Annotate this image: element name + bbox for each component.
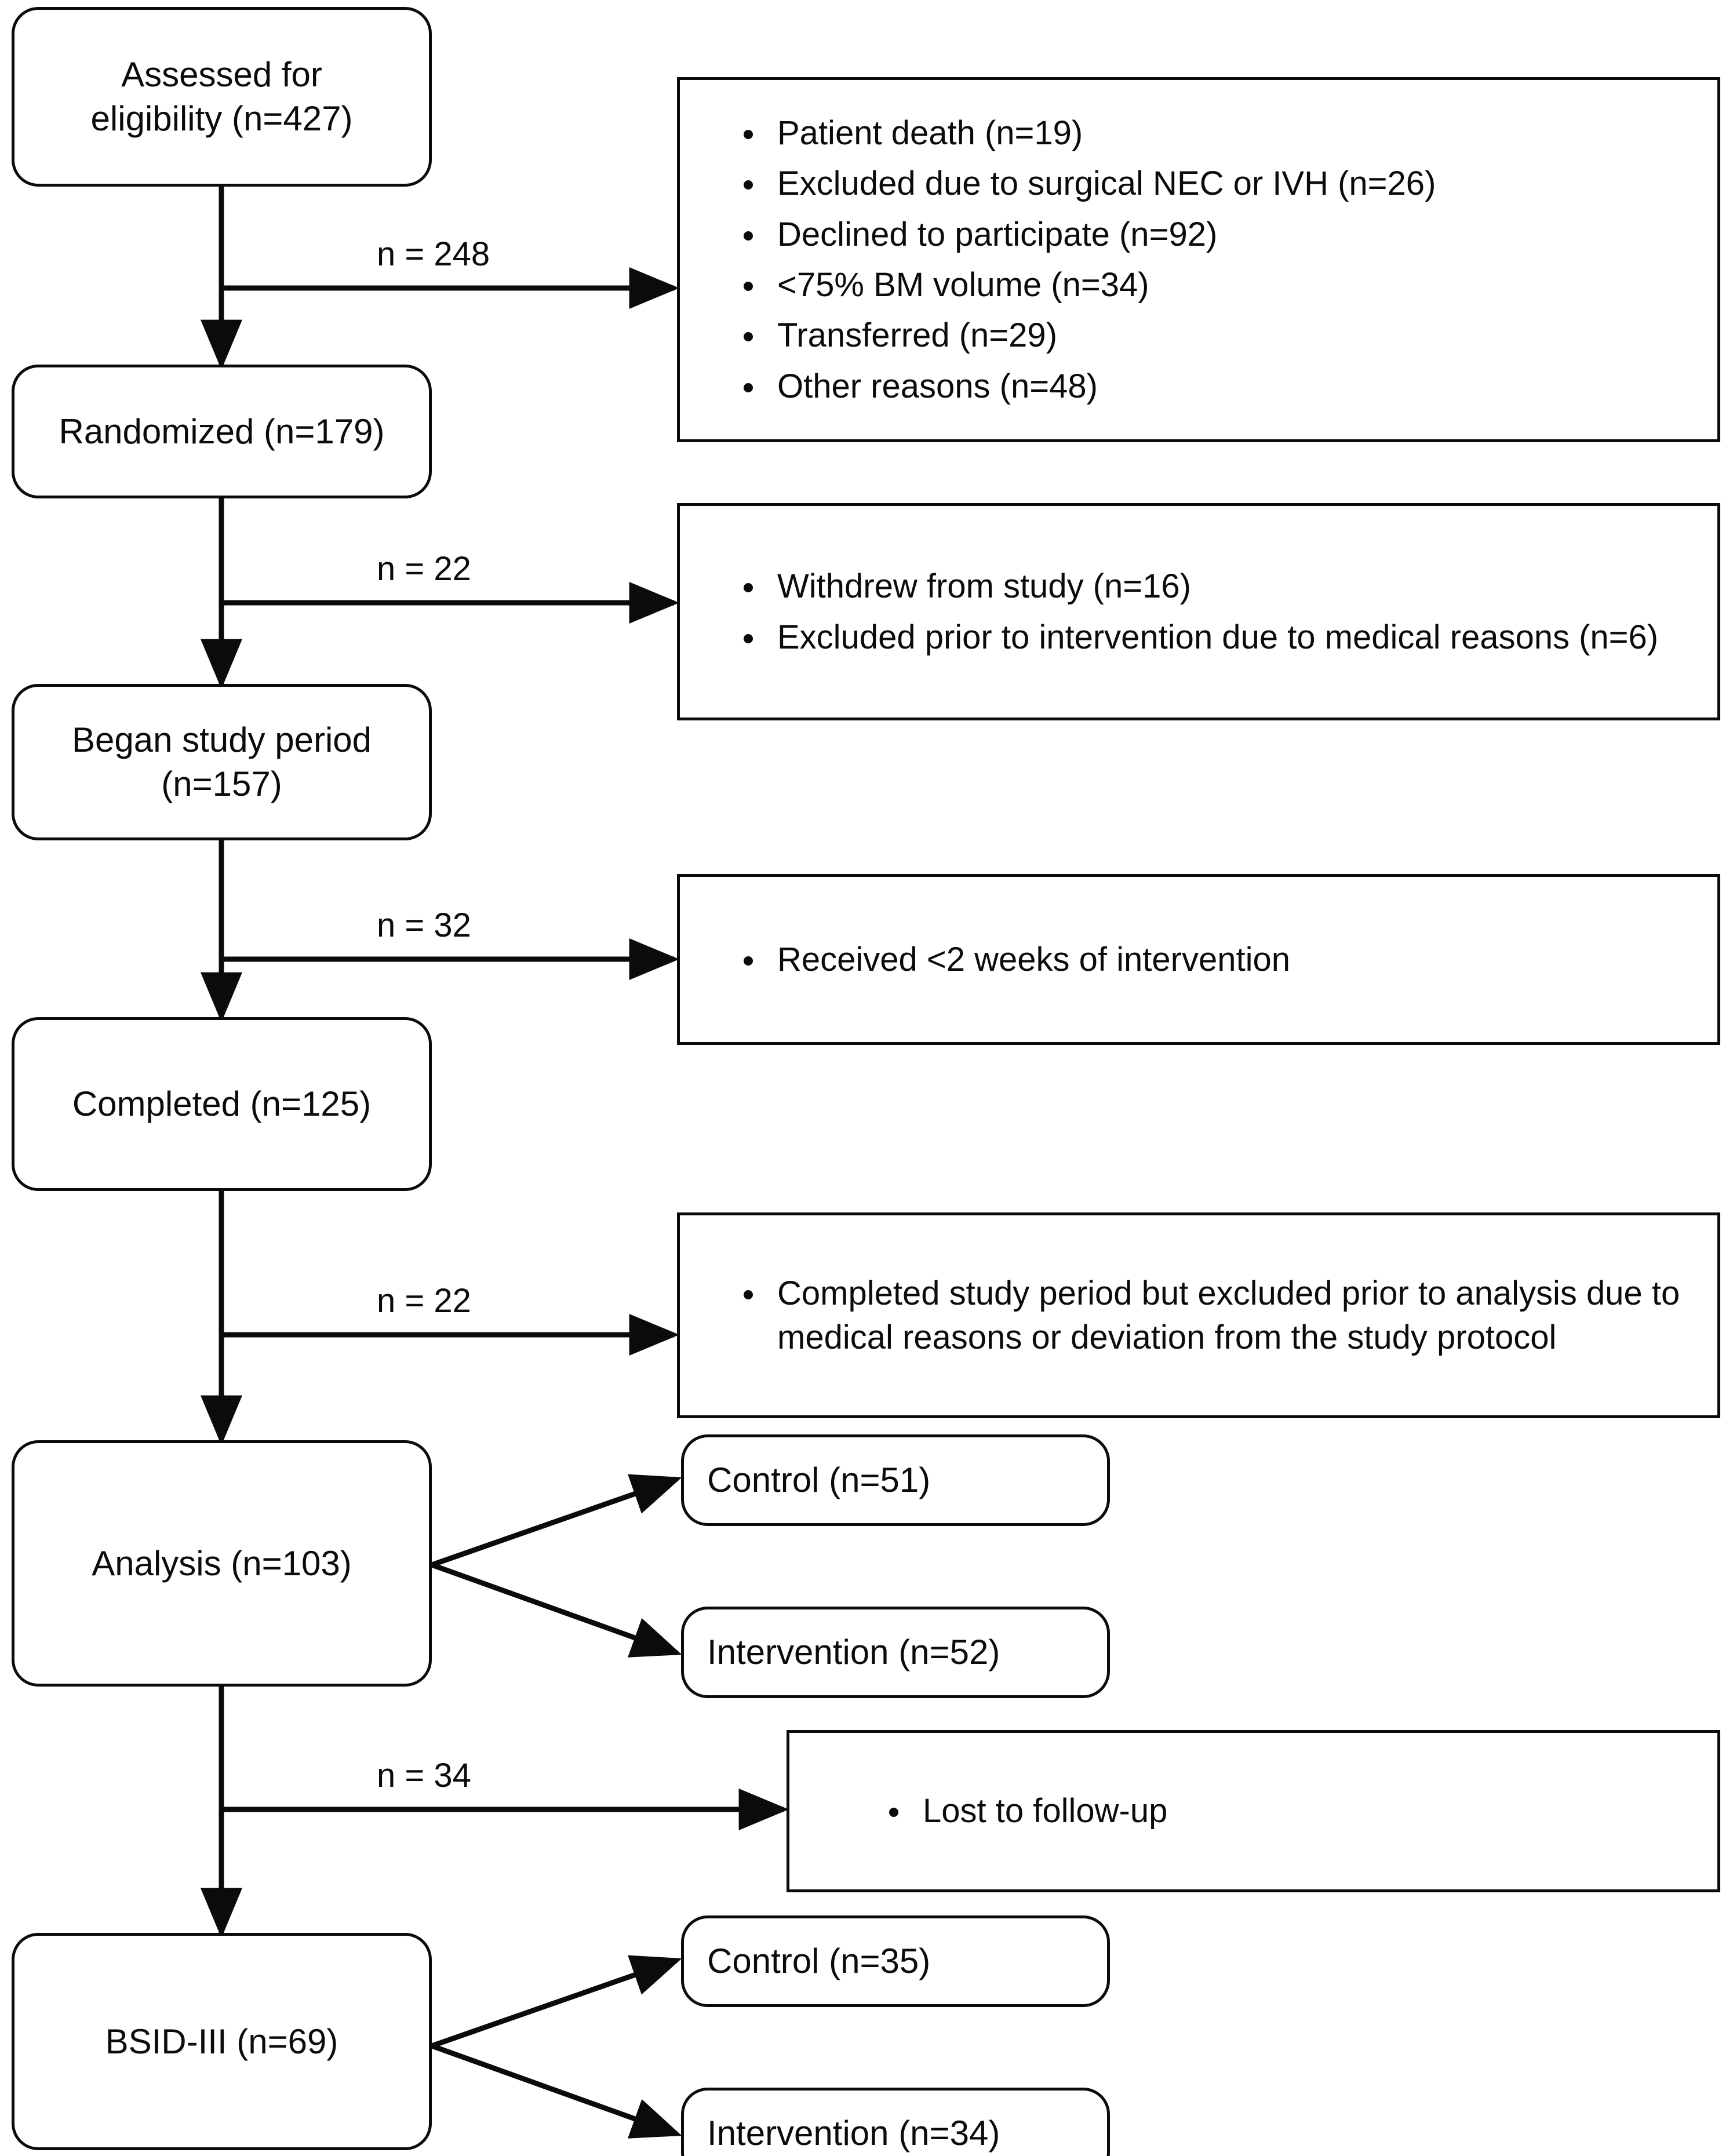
list-item: Excluded due to surgical NEC or IVH (n=2…	[744, 162, 1685, 205]
exclusion-box-short-intervention: Received <2 weeks of intervention	[677, 874, 1720, 1045]
edge-label-n-248: n = 248	[377, 235, 490, 273]
list-item: Other reasons (n=48)	[744, 365, 1685, 408]
edge-label-n-22-pre-analysis: n = 22	[377, 1282, 471, 1320]
node-analysis-control[interactable]: Control (n=51)	[681, 1434, 1110, 1526]
node-began-study-period[interactable]: Began study period (n=157)	[12, 684, 432, 840]
node-began-label: Began study period (n=157)	[71, 720, 372, 803]
list-item: Patient death (n=19)	[744, 111, 1685, 155]
node-analysis-control-label: Control (n=51)	[707, 1461, 931, 1500]
list-item: Received <2 weeks of intervention	[744, 938, 1685, 981]
node-randomized[interactable]: Randomized (n=179)	[12, 365, 432, 498]
list-item: Withdrew from study (n=16)	[744, 565, 1685, 608]
node-bsid-intervention[interactable]: Intervention (n=34)	[681, 2088, 1110, 2156]
list-item: Completed study period but excluded prio…	[744, 1272, 1685, 1359]
node-assessed-label: Assessed for eligibility (n=427)	[90, 55, 353, 138]
edge-label-n-32: n = 32	[377, 906, 471, 944]
node-completed[interactable]: Completed (n=125)	[12, 1017, 432, 1191]
node-analysis-intervention[interactable]: Intervention (n=52)	[681, 1607, 1110, 1698]
exclusion-list-follow-up: Lost to follow-up	[789, 1789, 1717, 1833]
node-analysis-label: Analysis (n=103)	[92, 1543, 352, 1583]
node-bsid-iii[interactable]: BSID-III (n=69)	[12, 1933, 432, 2150]
exclusion-box-follow-up: Lost to follow-up	[787, 1730, 1720, 1892]
node-completed-label: Completed (n=125)	[72, 1084, 372, 1124]
edge-label-n-22-pre-intervention: n = 22	[377, 550, 471, 588]
node-bsid-control[interactable]: Control (n=35)	[681, 1915, 1110, 2007]
node-bsid-intervention-label: Intervention (n=34)	[707, 2114, 1000, 2153]
exclusion-list-pre-analysis: Completed study period but excluded prio…	[680, 1272, 1717, 1359]
exclusion-box-pre-intervention: Withdrew from study (n=16) Excluded prio…	[677, 503, 1720, 720]
exclusion-list-screening: Patient death (n=19) Excluded due to sur…	[680, 104, 1717, 415]
node-analysis-intervention-label: Intervention (n=52)	[707, 1633, 1000, 1672]
node-bsid-label: BSID-III (n=69)	[105, 2022, 338, 2061]
list-item: Lost to follow-up	[889, 1789, 1685, 1833]
list-item: Excluded prior to intervention due to me…	[744, 616, 1685, 659]
list-item: Declined to participate (n=92)	[744, 213, 1685, 256]
node-randomized-label: Randomized (n=179)	[59, 411, 385, 451]
node-analysis[interactable]: Analysis (n=103)	[12, 1440, 432, 1687]
exclusion-list-pre-intervention: Withdrew from study (n=16) Excluded prio…	[680, 558, 1717, 666]
node-assessed-for-eligibility[interactable]: Assessed for eligibility (n=427)	[12, 7, 432, 187]
edge-label-n-34: n = 34	[377, 1757, 471, 1794]
list-item: <75% BM volume (n=34)	[744, 263, 1685, 307]
exclusion-box-pre-analysis: Completed study period but excluded prio…	[677, 1212, 1720, 1418]
exclusion-box-screening: Patient death (n=19) Excluded due to sur…	[677, 77, 1720, 442]
exclusion-list-short-intervention: Received <2 weeks of intervention	[680, 938, 1717, 981]
node-bsid-control-label: Control (n=35)	[707, 1942, 931, 1981]
list-item: Transferred (n=29)	[744, 314, 1685, 357]
